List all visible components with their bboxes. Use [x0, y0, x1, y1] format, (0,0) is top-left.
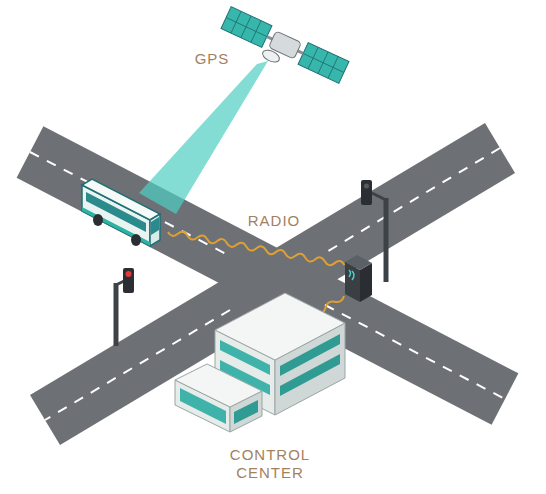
- illustration-label: GPS: [195, 50, 230, 68]
- satellite: [217, 7, 349, 92]
- pole-arm: [372, 193, 386, 200]
- road: [30, 123, 515, 445]
- window-band: [280, 334, 340, 376]
- illustration-label: RADIO: [248, 212, 301, 230]
- lane-marking: [325, 148, 500, 253]
- window-band: [180, 388, 226, 424]
- satellite-dish: [261, 48, 282, 65]
- wheel: [93, 214, 103, 226]
- panel-grid: [298, 43, 349, 84]
- signal-lamp: [364, 184, 369, 189]
- bus-stripe: [82, 207, 150, 246]
- solar-panel: [298, 43, 349, 84]
- pole-arm: [116, 281, 124, 285]
- wheel: [131, 234, 141, 246]
- signal-lamp: [126, 271, 132, 277]
- solar-panel: [221, 7, 272, 48]
- pole: [384, 198, 389, 282]
- panel-grid: [221, 7, 272, 48]
- gps-beam: [139, 61, 268, 214]
- cabinet-top: [345, 255, 372, 270]
- traffic-light: [116, 268, 134, 346]
- signal-head: [361, 180, 372, 205]
- pole: [114, 283, 119, 346]
- signal-head: [123, 268, 134, 293]
- roads: [17, 123, 519, 445]
- bus-front: [150, 214, 160, 246]
- bus-windshield: [151, 217, 159, 235]
- traffic-controller: [345, 255, 372, 302]
- radio-wave: [168, 232, 344, 265]
- lane-marking: [325, 305, 505, 399]
- window-band: [234, 400, 258, 424]
- antenna-mark: [349, 270, 354, 280]
- control-center-building: [175, 293, 345, 432]
- window-band: [280, 354, 340, 396]
- illustration-label: CONTROL CENTER: [225, 446, 315, 482]
